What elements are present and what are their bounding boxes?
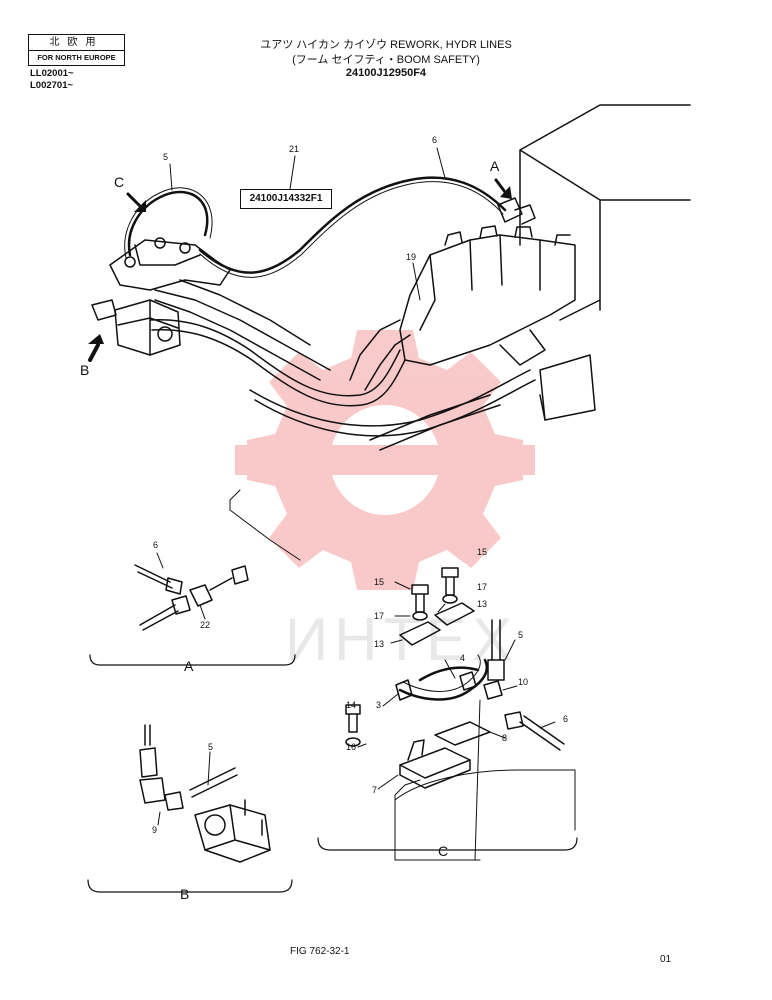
hose-6 — [198, 176, 507, 274]
region-en: FOR NORTH EUROPE — [37, 53, 116, 62]
title-line-3: 24100J12950F4 — [345, 67, 427, 79]
view-letter-c: C — [114, 174, 125, 190]
page-number: 01 — [660, 954, 672, 965]
control-valve — [399, 234, 576, 366]
region-jp: 北欧用 — [29, 35, 124, 51]
title-line-1: ユアツ ハイカン カイゾウ REWORK, HYDR LINES — [260, 39, 512, 51]
view-letter-a: A — [490, 158, 500, 174]
title-line-2: (フーム セイフティ・BOOM SAFETY) — [292, 54, 480, 66]
detail-label-a: A — [184, 658, 194, 674]
view-letter-b: B — [80, 362, 90, 378]
callout-17: 17 — [374, 611, 385, 621]
watermark-text: ИНТЕХ — [285, 606, 519, 673]
callout-7: 7 — [372, 785, 378, 795]
serial-range-2: L002701~ — [30, 80, 74, 91]
callout-6: 6 — [153, 540, 159, 550]
callout-13: 13 — [374, 639, 385, 649]
arrow-a — [494, 178, 507, 194]
callout-15: 15 — [374, 577, 385, 587]
detail-label-b: B — [180, 886, 190, 902]
callout-17: 17 — [477, 582, 488, 592]
callout-21: 21 — [289, 144, 300, 154]
serial-range-1: LL02001~ — [30, 68, 74, 79]
arrow-c — [126, 192, 142, 208]
detail-c-tube — [398, 658, 489, 701]
callout-5: 5 — [518, 630, 524, 640]
part-number-box: 24100J14332F1 — [240, 189, 332, 209]
arrow-b — [88, 343, 100, 362]
callout-22: 22 — [200, 620, 211, 630]
steel-line — [149, 319, 401, 397]
callout-9: 9 — [152, 825, 158, 835]
callout-6: 6 — [432, 135, 438, 145]
detail-b-bracket — [87, 879, 293, 893]
callout-3: 3 — [376, 700, 382, 710]
callout-6: 6 — [563, 714, 569, 724]
figure-number: FIG 762-32-1 — [290, 946, 350, 957]
hose-5 — [127, 190, 209, 257]
detail-b-hose — [189, 767, 238, 798]
detail-label-c: C — [438, 843, 449, 859]
machine-frame — [519, 104, 691, 321]
safety-valve-block — [114, 299, 181, 356]
callout-16: 16 — [346, 742, 357, 752]
detail-c-bracket — [317, 837, 578, 851]
callout-5: 5 — [208, 742, 214, 752]
callout-13: 13 — [477, 599, 488, 609]
callout-15: 15 — [477, 547, 488, 557]
callout-19: 19 — [406, 252, 417, 262]
callout-10: 10 — [518, 677, 529, 687]
detail-a-bracket — [89, 654, 296, 666]
callout-4: 4 — [460, 653, 466, 663]
callout-5: 5 — [163, 152, 169, 162]
region-box: 北欧用 FOR NORTH EUROPE — [28, 34, 125, 66]
